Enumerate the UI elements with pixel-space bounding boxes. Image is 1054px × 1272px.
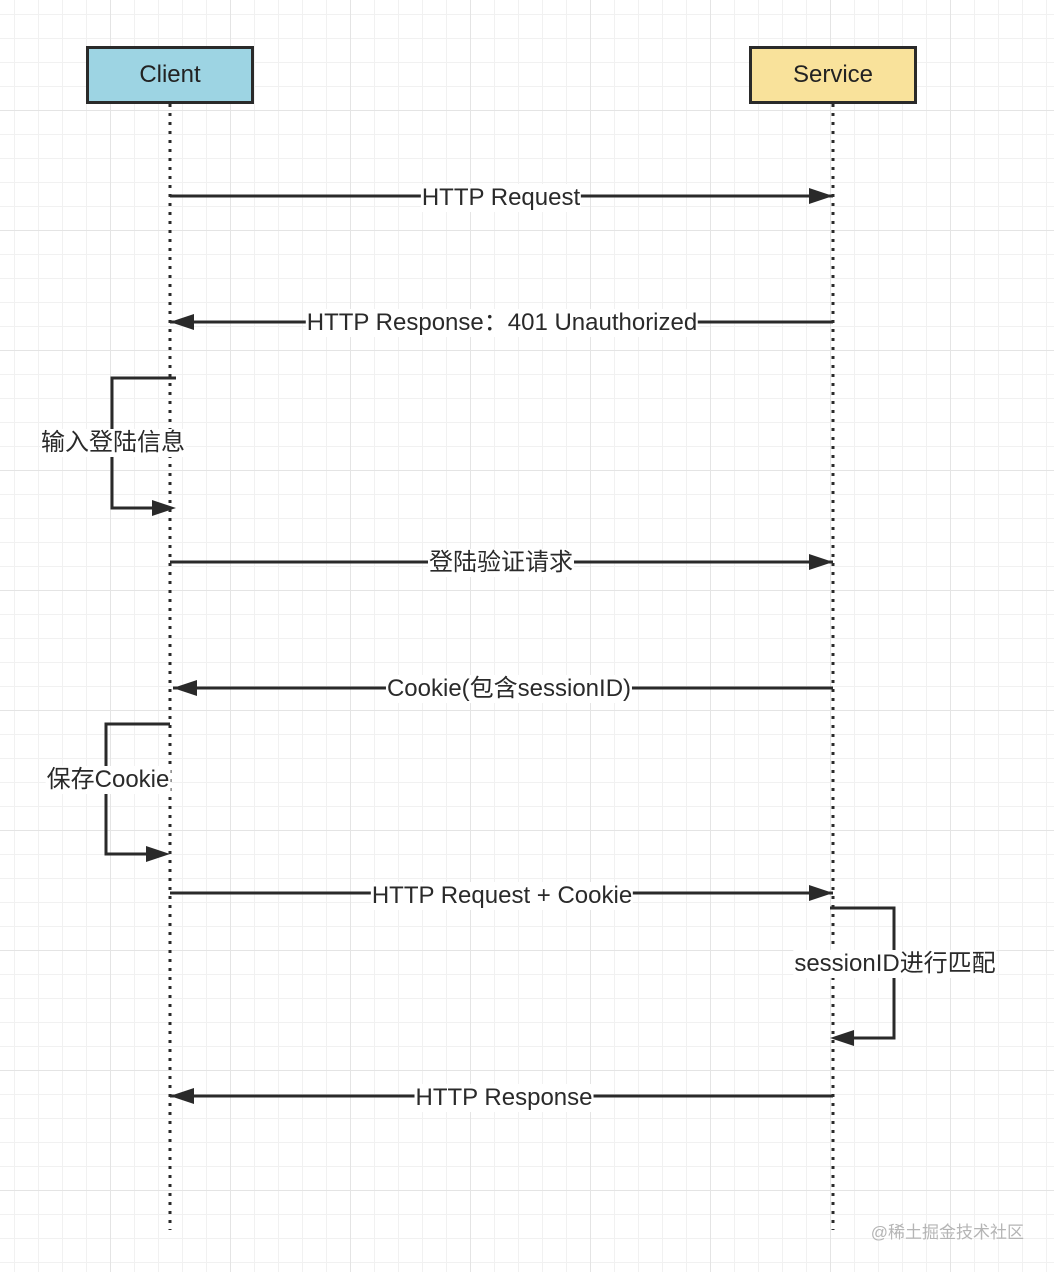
message-label-http-request: HTTP Request [420,184,582,212]
message-arrow-request-with-cookie-arrowhead [809,885,833,901]
message-label-session-match: sessionID进行匹配 [793,950,997,978]
message-arrow-login-auth-request-arrowhead [809,554,833,570]
service-actor-box: Service [749,46,917,104]
message-label-401-response: HTTP Response：401 Unauthorized [305,309,699,337]
client-actor-label: Client [139,61,201,88]
message-arrow-http-request-arrowhead [809,188,833,204]
message-label-save-cookie: 保存Cookie [45,766,171,794]
self-loop-session-match-arrowhead [830,1030,854,1046]
client-actor-box: Client [86,46,254,104]
message-label-login-auth-request: 登陆验证请求 [428,549,574,577]
message-arrow-401-response-arrowhead [170,314,194,330]
service-actor-label: Service [792,61,874,88]
message-label-cookie-session: Cookie(包含sessionID) [385,675,633,703]
message-arrow-http-response-arrowhead [170,1088,194,1104]
message-arrow-cookie-session-arrowhead [173,680,197,696]
self-loop-enter-login-info-arrowhead [152,500,176,516]
self-loop-save-cookie-arrowhead [146,846,170,862]
message-label-http-response: HTTP Response [414,1084,594,1112]
message-label-request-with-cookie: HTTP Request + Cookie [370,882,634,910]
message-label-enter-login-info: 输入登陆信息 [40,429,186,457]
watermark: @稀土掘金技术社区 [870,1223,1024,1242]
